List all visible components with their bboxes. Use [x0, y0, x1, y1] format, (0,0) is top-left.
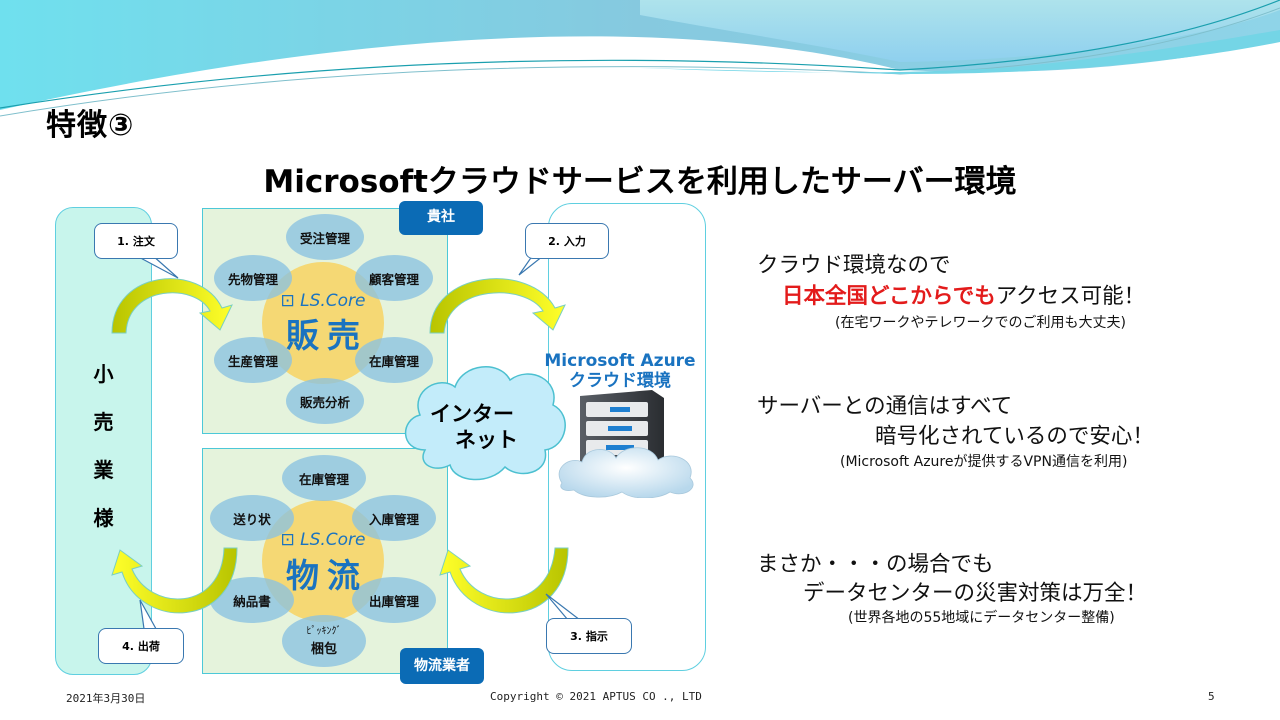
lscore-logo-icon: ⊡: [280, 530, 301, 550]
footer-date: 2021年3月30日: [66, 692, 146, 705]
retail-char: 売: [93, 410, 114, 434]
callout-shipping: 4. 出荷: [98, 628, 184, 664]
logistics-tag: 物流業者: [400, 648, 484, 684]
module-sales-analysis: 販売分析: [286, 378, 364, 424]
retail-char: 業: [93, 458, 114, 482]
point1-note: (在宅ワークやテレワークでのご利用も大丈夫): [835, 315, 1126, 331]
point2-note: (Microsoft Azureが提供するVPN通信を利用): [840, 454, 1128, 470]
module-packing: 梱包: [310, 642, 337, 657]
module-production-management: 生産管理: [214, 337, 292, 383]
point1-line2-rest: アクセス可能！: [995, 284, 1146, 309]
module-invoice-slip: 送り状: [210, 495, 294, 541]
module-shipping: 出庫管理: [352, 577, 436, 623]
point3-note: (世界各地の55地域にデータセンター整備): [848, 610, 1115, 626]
callout-order: 1. 注文: [94, 223, 178, 259]
point1-highlight: 日本全国どこからでも: [782, 284, 996, 309]
point2-line2: 暗号化されているので安心！: [875, 424, 1154, 449]
retail-char: 様: [93, 506, 114, 530]
sales-core-title: 販売: [286, 316, 368, 355]
main-title: Microsoftクラウドサービスを利用したサーバー環境: [263, 164, 1017, 200]
arrow-input-icon: [429, 278, 566, 334]
company-tag: 貴社: [399, 201, 483, 235]
module-inventory: 在庫管理: [282, 455, 366, 501]
point1-line1: クラウド環境なので: [757, 253, 951, 278]
logistics-core-title: 物流: [286, 556, 368, 595]
module-receiving: 入庫管理: [352, 495, 436, 541]
module-picking-packing: ﾋﾟｯｷﾝｸﾞ 梱包: [282, 615, 366, 667]
lscore-logo-icon: ⊡: [280, 291, 301, 311]
callout-instruction: 3. 指示: [546, 618, 632, 654]
azure-label: Microsoft Azure クラウド環境: [530, 351, 710, 391]
internet-cloud-icon: [404, 366, 566, 481]
page-number: 5: [1208, 690, 1215, 703]
server-cloud-icon: [558, 390, 694, 498]
lscore-logo: ⊡ LS.Core: [280, 291, 366, 311]
header-wave-decoration: [0, 0, 1280, 117]
point1-line2: 日本全国どこからでもアクセス可能！: [782, 279, 1145, 310]
callout-input: 2. 入力: [525, 223, 609, 259]
lscore-logo: ⊡ LS.Core: [280, 530, 366, 550]
module-inventory-management: 在庫管理: [355, 337, 433, 383]
feature-title: 特徴③: [46, 108, 135, 143]
retail-char: 小: [93, 362, 114, 386]
internet-label-line1: インター: [430, 402, 514, 426]
azure-label-line1: Microsoft Azure: [544, 351, 696, 371]
point3-line2: データセンターの災害対策は万全！: [803, 581, 1148, 606]
footer-copyright: Copyright © 2021 APTUS CO ., LTD: [490, 690, 702, 703]
point2-line1: サーバーとの通信はすべて: [757, 394, 1013, 419]
module-customer-management: 顧客管理: [355, 255, 433, 301]
azure-label-line2: クラウド環境: [569, 371, 671, 391]
retail-customer-box: 小 売 業 様: [55, 207, 152, 675]
module-picking: ﾋﾟｯｷﾝｸﾞ: [306, 626, 342, 637]
point3-line1: まさか・・・の場合でも: [757, 552, 994, 577]
internet-label-line2: ネット: [455, 428, 518, 452]
module-order-management: 受注管理: [286, 214, 364, 260]
